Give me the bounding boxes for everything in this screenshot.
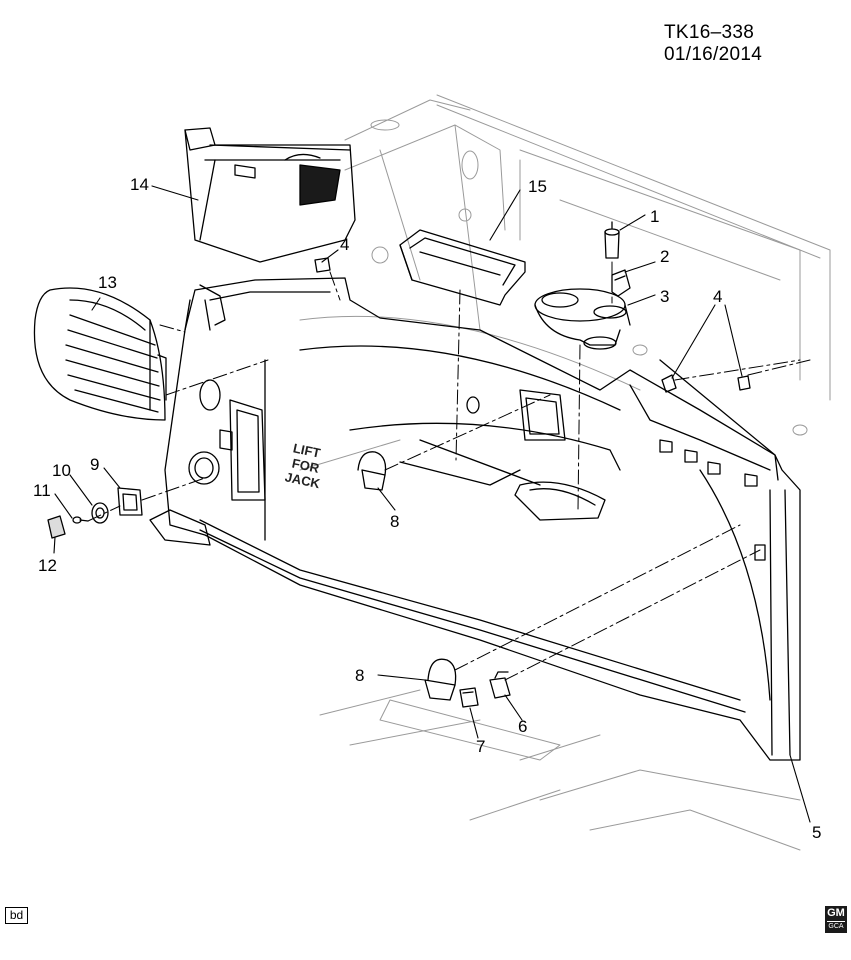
diagram-reference-code: TK16–338 01/16/2014 bbox=[664, 22, 763, 65]
callout-4-upper: 4 bbox=[340, 235, 349, 254]
part-2-retainer-clip bbox=[611, 269, 631, 297]
callout-3: 3 bbox=[660, 287, 669, 306]
part-4-retainer-left bbox=[661, 374, 677, 393]
part-11-screw bbox=[72, 516, 89, 524]
callout-10: 10 bbox=[52, 461, 71, 480]
part-8-tie-down-upper bbox=[357, 451, 387, 491]
part-5-quarter-trim-panel bbox=[149, 277, 801, 761]
part-3-cup-holder bbox=[534, 288, 631, 350]
part-6-clip bbox=[489, 671, 511, 699]
callout-8-upper: 8 bbox=[390, 512, 399, 531]
callout-2: 2 bbox=[660, 247, 669, 266]
installation-lines bbox=[87, 261, 811, 681]
part-13-speaker-grille bbox=[33, 287, 167, 421]
callout-14: 14 bbox=[130, 175, 149, 194]
callout-5: 5 bbox=[812, 823, 821, 842]
callout-15: 15 bbox=[528, 177, 547, 196]
leader-lines bbox=[53, 185, 811, 823]
callout-1: 1 bbox=[650, 207, 659, 226]
part-7-clip bbox=[459, 687, 479, 708]
part-8-tie-down-lower bbox=[424, 658, 457, 701]
part-12-cover bbox=[47, 515, 66, 539]
callout-9: 9 bbox=[90, 455, 99, 474]
gm-logo-sub: GCA bbox=[827, 921, 845, 930]
callout-8-lower: 8 bbox=[355, 666, 364, 685]
callout-4-right: 4 bbox=[713, 287, 722, 306]
part-9-bezel bbox=[117, 487, 143, 516]
gm-logo: GM GCA bbox=[825, 906, 847, 933]
callout-11: 11 bbox=[33, 481, 51, 500]
stencil-line-3: JACK bbox=[284, 469, 322, 491]
vehicle-body-background bbox=[299, 94, 831, 851]
lift-for-jack-stencil: LIFT FOR JACK bbox=[284, 440, 322, 491]
callout-7: 7 bbox=[476, 737, 485, 756]
part-4-retainer-right bbox=[737, 375, 751, 391]
part-1-fastener bbox=[604, 221, 620, 259]
gm-logo-main: GM bbox=[827, 907, 845, 919]
part-15-storage-bin bbox=[399, 229, 526, 306]
callout-12: 12 bbox=[38, 556, 57, 575]
callout-6: 6 bbox=[518, 717, 527, 736]
part-4-retainer-upper bbox=[314, 257, 331, 273]
bd-badge: bd bbox=[5, 907, 28, 924]
callout-13: 13 bbox=[98, 273, 117, 292]
stencil-line-1: LIFT bbox=[292, 440, 322, 460]
stencil-line-2: FOR bbox=[291, 455, 322, 476]
part-14-upper-trim-panel bbox=[184, 127, 356, 263]
callout-labels: 1 2 3 4 4 5 6 7 8 8 9 10 11 12 13 14 15 bbox=[33, 175, 821, 842]
